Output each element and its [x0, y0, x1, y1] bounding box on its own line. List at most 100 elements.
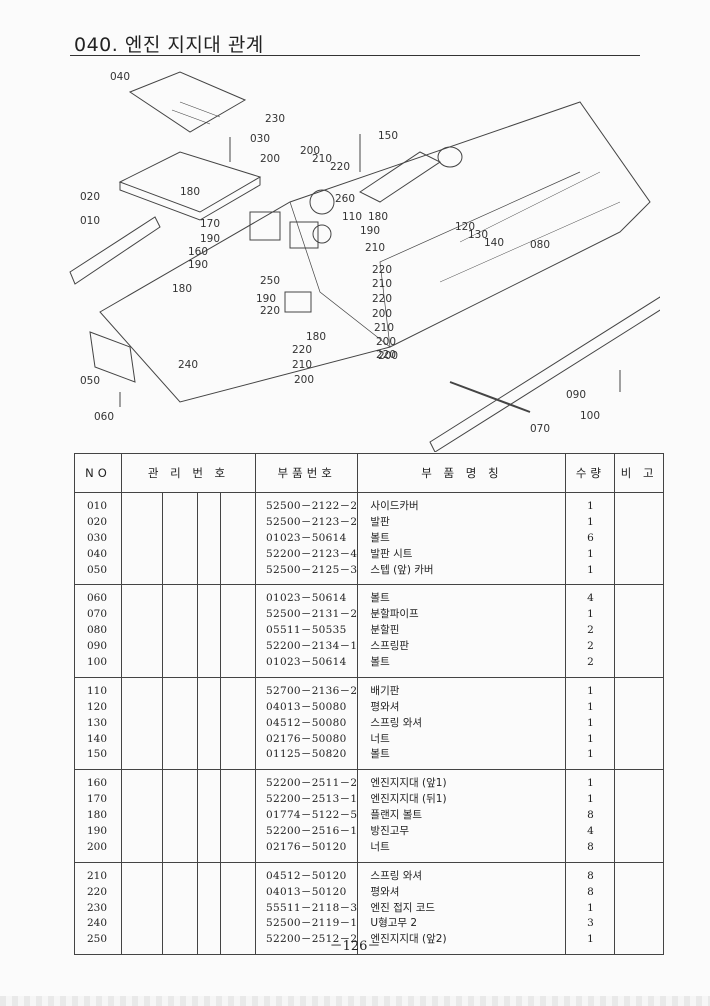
cell-mgmt-b-value — [163, 607, 197, 623]
cell-part-no-value: 52500－2125－3 — [266, 563, 358, 576]
cell-mgmt-b — [162, 769, 198, 863]
cell-mgmt-c — [197, 769, 221, 863]
cell-no-value: 140 — [87, 732, 108, 745]
cell-part-no-value: 52700－2136－2 — [266, 684, 358, 697]
cell-mgmt-a-value — [122, 591, 162, 607]
callout-label: 190 — [200, 233, 220, 245]
cell-qty-value: 1 — [587, 933, 594, 946]
cell-qty-value: 8 — [587, 809, 594, 822]
cell-mgmt-d-value — [221, 901, 255, 917]
cell-qty-value: 2 — [587, 656, 594, 669]
table-header-row: NO 관 리 번 호 부품번호 부 품 명 칭 수량 비 고 — [74, 453, 664, 493]
cell-mgmt-a-value — [122, 531, 162, 547]
cell-remarks-value — [615, 623, 663, 639]
cell-no-value: 210 — [87, 869, 108, 882]
cell-no-value: 230 — [87, 901, 108, 914]
cell-no-value: 070 — [87, 608, 108, 621]
cell-mgmt-b-value — [163, 732, 197, 748]
cell-mgmt-b-value — [163, 655, 197, 671]
cell-mgmt-c-value — [198, 684, 220, 700]
cell-qty-value: 4 — [587, 592, 594, 605]
cell-part-name-value: 볼트 — [370, 748, 390, 761]
exhaust-pipe-110 — [359, 151, 441, 203]
callout-label: 240 — [178, 359, 198, 371]
cell-mgmt-b-value — [163, 901, 197, 917]
cell-mgmt-c-value — [198, 700, 220, 716]
cell-mgmt-a — [121, 492, 163, 586]
cell-mgmt-b-value — [163, 547, 197, 563]
cell-no-value: 120 — [87, 700, 108, 713]
cell-qty-value: 2 — [587, 640, 594, 653]
callout-label: 070 — [530, 423, 550, 435]
cell-part-no-value: 01023－50614 — [266, 531, 347, 544]
callout-label: 100 — [580, 410, 600, 422]
cell-no-value: 060 — [87, 592, 108, 605]
callout-label: 210 — [292, 359, 312, 371]
split-pipe-070 — [429, 296, 660, 452]
cell-mgmt-b-value — [163, 700, 197, 716]
cell-remarks-value — [615, 869, 663, 885]
cell-mgmt-d-value — [221, 655, 255, 671]
cell-qty-value: 8 — [587, 869, 594, 882]
cell-mgmt-d-value — [221, 623, 255, 639]
callout-label: 180 — [368, 211, 388, 223]
callout-label: 180 — [306, 331, 326, 343]
cell-no-value: 130 — [87, 716, 108, 729]
cell-mgmt-a — [121, 769, 163, 863]
cell-mgmt-c-value — [198, 607, 220, 623]
cell-part-name-value: 너트 — [370, 732, 390, 745]
cell-mgmt-d-value — [221, 840, 255, 856]
cell-mgmt-d — [220, 584, 256, 678]
cell-mgmt-c-value — [198, 916, 220, 932]
cell-no-value: 220 — [87, 885, 108, 898]
cell-mgmt-a-value — [122, 792, 162, 808]
cell-part-name-value: 방진고무 — [370, 825, 410, 838]
header-remarks: 비 고 — [614, 453, 664, 493]
cell-mgmt-b-value — [163, 591, 197, 607]
cell-mgmt-a-value — [122, 716, 162, 732]
engine-mount-160 — [289, 221, 319, 249]
cell-part-name-value: 배기판 — [370, 684, 400, 697]
cell-mgmt-c-value — [198, 824, 220, 840]
callout-label: 160 — [188, 246, 208, 258]
cell-qty-value: 1 — [587, 777, 594, 790]
cell-part-no-value: 52200－2516－1 — [266, 825, 358, 838]
cell-remarks-value — [615, 655, 663, 671]
cell-part-name-value: 엔진 접지 코드 — [370, 901, 436, 914]
engine-mount-250 — [284, 291, 312, 313]
cell-part-name-value: 분할파이프 — [370, 608, 419, 621]
cell-mgmt-c-value — [198, 747, 220, 763]
title-divider — [70, 55, 640, 56]
cell-mgmt-d — [220, 677, 256, 771]
cell-mgmt-d — [220, 769, 256, 863]
callout-label: 230 — [265, 113, 285, 125]
cell-qty-value: 3 — [587, 917, 594, 930]
cell-no-value: 050 — [87, 563, 108, 576]
cell-no-value: 100 — [87, 656, 108, 669]
cell-mgmt-a-value — [122, 515, 162, 531]
cell-mgmt-b-value — [163, 824, 197, 840]
cell-mgmt-c — [197, 584, 221, 678]
callout-label: 220 — [330, 161, 350, 173]
callout-label: 200 — [300, 145, 320, 157]
cell-remarks-value — [615, 732, 663, 748]
cell-qty-value: 1 — [587, 608, 594, 621]
cell-mgmt-a-value — [122, 885, 162, 901]
cell-remarks-value — [615, 901, 663, 917]
cell-mgmt-d-value — [221, 716, 255, 732]
cell-mgmt-d-value — [221, 885, 255, 901]
cell-mgmt-b — [162, 677, 198, 771]
cell-no-value: 150 — [87, 748, 108, 761]
cell-part-no-value: 04512－50120 — [266, 869, 347, 882]
cell-mgmt-a-value — [122, 639, 162, 655]
cell-mgmt-d-value — [221, 531, 255, 547]
cell-part-name-value: 플랜지 볼트 — [370, 809, 423, 822]
cell-part-no-value: 52200－2123－4 — [266, 547, 358, 560]
cell-remarks-value — [615, 607, 663, 623]
cell-qty-value: 1 — [587, 748, 594, 761]
